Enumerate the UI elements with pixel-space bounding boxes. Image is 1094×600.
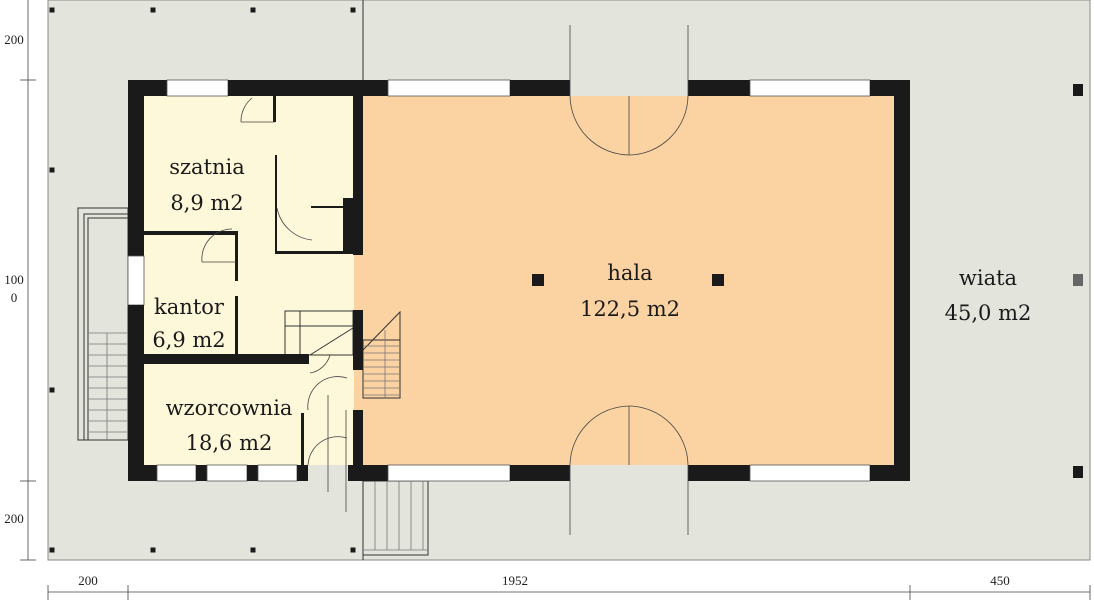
room-area-wiata: 45,0 m2: [945, 301, 1032, 325]
terrace-post: [250, 7, 256, 13]
room-label-wzorcownia: wzorcownia: [166, 396, 293, 420]
room-area-wzorcownia: 18,6 m2: [186, 431, 273, 455]
terrace-post: [350, 7, 356, 13]
stairs-hall: [362, 310, 401, 399]
terrace-post: [49, 167, 55, 173]
room-area-hala: 122,5 m2: [580, 297, 680, 321]
terrace-post: [150, 7, 156, 13]
room-area-kantor: 6,9 m2: [152, 328, 225, 352]
terrace-post: [250, 547, 256, 553]
room-label-wiata: wiata: [959, 266, 1017, 290]
terrace-post: [350, 547, 356, 553]
room-label-hala: hala: [607, 261, 652, 285]
dimension-bottom: [47, 585, 1091, 600]
dim-left-mid: 100: [4, 272, 24, 287]
room-label-szatnia: szatnia: [169, 155, 245, 179]
dim-bottom-right: 450: [990, 573, 1010, 588]
room-label-kantor: kantor: [154, 295, 225, 319]
terrace-post: [150, 547, 156, 553]
dim-left-mid-2: 0: [11, 290, 18, 305]
dim-left-bottom: 200: [4, 511, 24, 526]
room-hala: [354, 96, 894, 465]
dim-bottom-mid: 1952: [502, 573, 528, 588]
doors: [201, 25, 689, 535]
dim-bottom-left: 200: [78, 573, 98, 588]
dimension-left: [20, 0, 36, 561]
terrace-post: [49, 7, 55, 13]
terrace-post: [49, 547, 55, 553]
columns: [49, 7, 1083, 553]
terrace-post: [49, 387, 55, 393]
walls: [127, 79, 910, 482]
dim-left-top: 200: [4, 32, 24, 47]
room-area-szatnia: 8,9 m2: [170, 191, 243, 215]
